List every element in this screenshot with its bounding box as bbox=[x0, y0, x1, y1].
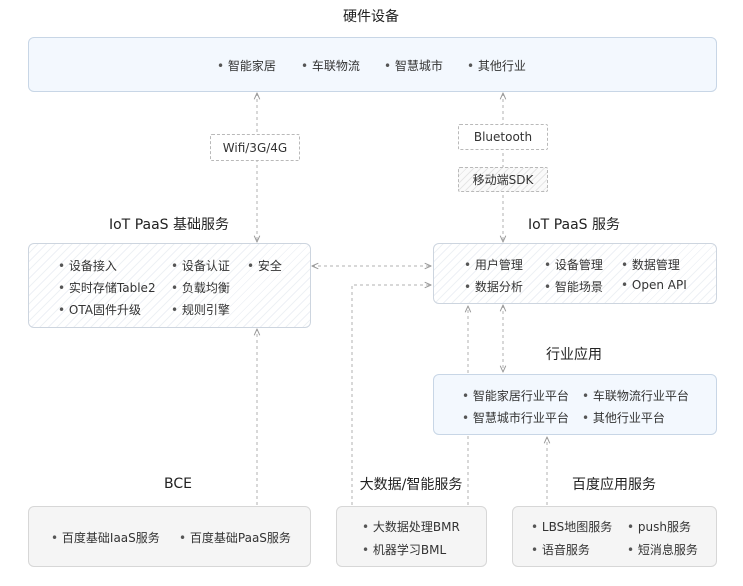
iot-base-item: 安全 bbox=[247, 257, 282, 274]
industry-item: 车联物流行业平台 bbox=[582, 387, 689, 404]
baidu-apps-item: 短消息服务 bbox=[627, 541, 698, 558]
bce-title: BCE bbox=[164, 476, 192, 492]
link-bigdata-service bbox=[351, 285, 431, 505]
industry-item: 智慧城市行业平台 bbox=[462, 409, 569, 426]
mobile-sdk-tag: 移动端SDK bbox=[458, 167, 548, 192]
industry-item: 智能家居行业平台 bbox=[462, 387, 569, 404]
iot-base-item: 实时存储Table2 bbox=[58, 279, 156, 296]
baidu-apps-item: push服务 bbox=[627, 518, 691, 535]
industry-item: 其他行业平台 bbox=[582, 409, 665, 426]
hardware-item: 车联物流 bbox=[301, 57, 360, 74]
iot-service-item: 数据管理 bbox=[621, 256, 680, 273]
industry-title: 行业应用 bbox=[546, 347, 602, 363]
hardware-item: 其他行业 bbox=[467, 57, 526, 74]
hardware-item: 智能家居 bbox=[217, 57, 276, 74]
iot-service-item: Open API bbox=[621, 278, 687, 292]
bigdata-item: 大数据处理BMR bbox=[362, 518, 460, 535]
bce-item: 百度基础IaaS服务 bbox=[51, 529, 160, 546]
iot-service-item: 智能场景 bbox=[544, 278, 603, 295]
iot-service-item: 设备管理 bbox=[544, 256, 603, 273]
hardware-title: 硬件设备 bbox=[343, 9, 399, 25]
baidu-apps-item: LBS地图服务 bbox=[531, 518, 612, 535]
iot-service-box: 用户管理 设备管理 数据管理 数据分析 智能场景 Open API bbox=[433, 243, 717, 304]
industry-box: 智能家居行业平台 车联物流行业平台 智慧城市行业平台 其他行业平台 bbox=[433, 374, 717, 435]
baidu-apps-title: 百度应用服务 bbox=[572, 477, 656, 493]
iot-service-item: 用户管理 bbox=[464, 256, 523, 273]
iot-base-item: OTA固件升级 bbox=[58, 301, 141, 318]
bigdata-title: 大数据/智能服务 bbox=[359, 477, 463, 493]
iot-service-title: IoT PaaS 服务 bbox=[527, 217, 621, 233]
iot-base-box: 设备接入 设备认证 安全 实时存储Table2 负载均衡 OTA固件升级 规则引… bbox=[28, 243, 311, 328]
bigdata-box: 大数据处理BMR 机器学习BML bbox=[336, 506, 487, 567]
iot-base-item: 负载均衡 bbox=[171, 279, 230, 296]
bigdata-item: 机器学习BML bbox=[362, 541, 446, 558]
baidu-apps-box: LBS地图服务 push服务 语音服务 短消息服务 bbox=[512, 506, 717, 567]
hardware-box: 智能家居 车联物流 智慧城市 其他行业 bbox=[28, 37, 717, 92]
iot-base-item: 设备接入 bbox=[58, 257, 117, 274]
wifi-tag: Wifi/3G/4G bbox=[210, 134, 300, 161]
hardware-item: 智慧城市 bbox=[384, 57, 443, 74]
iot-base-item: 设备认证 bbox=[171, 257, 230, 274]
bce-item: 百度基础PaaS服务 bbox=[179, 529, 291, 546]
iot-base-title: IoT PaaS 基础服务 bbox=[108, 217, 230, 233]
iot-service-item: 数据分析 bbox=[464, 278, 523, 295]
baidu-apps-item: 语音服务 bbox=[531, 541, 590, 558]
bluetooth-tag: Bluetooth bbox=[458, 124, 548, 150]
bce-box: 百度基础IaaS服务 百度基础PaaS服务 bbox=[28, 506, 311, 567]
iot-base-item: 规则引擎 bbox=[171, 301, 230, 318]
